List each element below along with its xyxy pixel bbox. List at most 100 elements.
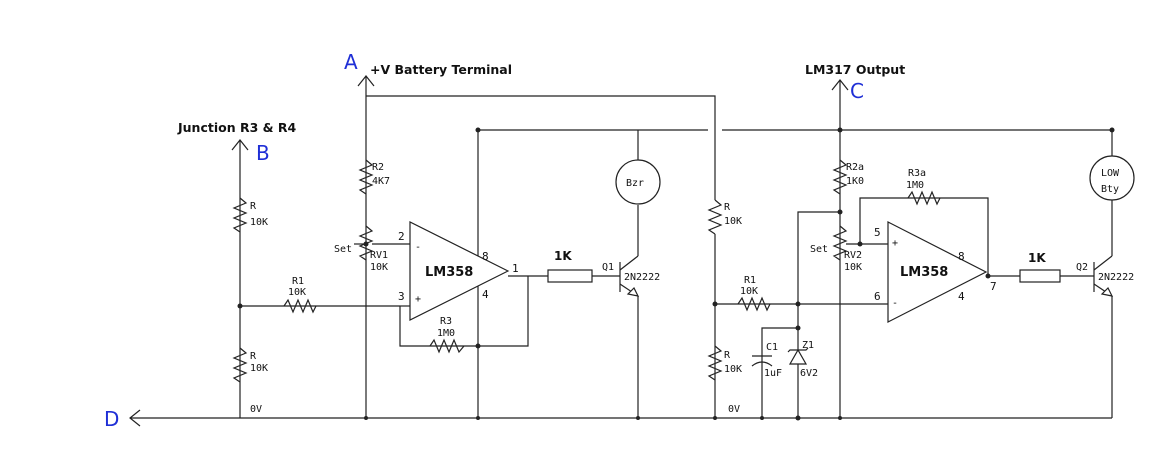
right-r1-ref: R1 <box>744 275 756 286</box>
capacitor-c1-ref: C1 <box>766 342 778 353</box>
left-r-bot-ref: R <box>250 351 257 362</box>
left-opamp-pin-gnd: 4 <box>482 288 489 301</box>
battery-rail <box>366 95 716 200</box>
left-r3 <box>429 338 465 354</box>
node-b-arrow <box>231 139 249 200</box>
left-r1 <box>283 298 317 314</box>
left-opamp-pin-inv: 2 <box>398 230 405 243</box>
left-r2 <box>358 159 374 195</box>
buzzer-circle <box>615 159 661 205</box>
capacitor-c1-value: 1uF <box>764 368 782 379</box>
node-d-letter: D <box>104 407 119 431</box>
right-r2a-ref: R2a <box>846 162 864 173</box>
right-r-top <box>707 199 723 235</box>
right-opamp-pin-out: 7 <box>990 280 997 293</box>
right-r-bot-value: 10K <box>724 364 742 375</box>
left-rv1-junction <box>363 241 369 247</box>
right-r3a-value: 1M0 <box>906 180 924 191</box>
right-rv2 <box>832 225 848 261</box>
left-r-bot <box>232 347 248 383</box>
left-rv1-value: 10K <box>370 262 388 273</box>
right-r-top-value: 10K <box>724 216 742 227</box>
right-transistor-ref: Q2 <box>1076 262 1088 273</box>
left-r1-ref: R1 <box>292 276 304 287</box>
left-opamp-pin-out: 1 <box>512 262 519 275</box>
right-base-resistor <box>1019 269 1061 283</box>
right-opamp-pin-inv: 6 <box>874 290 881 303</box>
left-rv1-ref: RV1 <box>370 250 388 261</box>
ground-junction-5 <box>760 416 764 420</box>
right-cz-junction <box>795 325 801 331</box>
left-opamp-body <box>409 221 510 321</box>
left-feedback-junction <box>475 343 481 349</box>
left-r2-value: 4K7 <box>372 176 390 187</box>
left-rv1-set: Set <box>334 244 352 255</box>
right-r2a-junction <box>837 209 843 215</box>
left-transistor <box>619 255 640 297</box>
low-battery-line2: Bty <box>1101 184 1119 195</box>
left-ground-label: 0V <box>250 404 262 415</box>
left-opamp-minus: - <box>415 242 421 253</box>
node-d-arrow <box>129 409 240 427</box>
right-zener-ref-wire <box>797 211 840 304</box>
right-out-junction <box>985 273 991 279</box>
left-opamp-plus: + <box>415 294 421 305</box>
right-r3a-ref: R3a <box>908 168 926 179</box>
node-b-letter: B <box>256 141 270 165</box>
right-opamp-pin-vcc: 8 <box>958 250 965 263</box>
right-r-bot-ref: R <box>724 350 731 361</box>
left-base-resistor-label: 1K <box>554 249 572 263</box>
capacitor-c1 <box>751 355 773 367</box>
right-r-top-ref: R <box>724 202 731 213</box>
left-r-bot-value: 10K <box>250 363 268 374</box>
zener-z1-ref: Z1 <box>802 340 814 351</box>
left-r-top-ref: R <box>250 201 257 212</box>
left-vcc-junction <box>475 127 481 133</box>
right-opamp-plus: + <box>892 238 898 249</box>
left-opamp-pin-noninv: 3 <box>398 290 405 303</box>
node-c-arrow <box>831 79 849 130</box>
zener-z1 <box>787 347 809 365</box>
left-transistor-type: 2N2222 <box>624 272 660 283</box>
right-transistor <box>1093 255 1114 297</box>
left-transistor-ref: Q1 <box>602 262 614 273</box>
left-r2-ref: R2 <box>372 162 384 173</box>
left-r1-value: 10K <box>288 287 306 298</box>
right-r2a <box>832 159 848 195</box>
ground-junction-3 <box>636 416 640 420</box>
low-battery-indicator <box>1089 155 1135 201</box>
right-opamp-pin-noninv: 5 <box>874 226 881 239</box>
ground-junction-1 <box>364 416 368 420</box>
left-opamp-pin-vcc: 8 <box>482 250 489 263</box>
node-c-label: LM317 Output <box>805 62 905 77</box>
zener-z1-value: 6V2 <box>800 368 818 379</box>
right-c1-z1-wire <box>761 304 799 418</box>
right-rv2-ref: RV2 <box>844 250 862 261</box>
right-r1 <box>737 296 771 312</box>
left-r-top <box>232 197 248 233</box>
left-r3-ref: R3 <box>440 316 452 327</box>
right-opamp-name: LM358 <box>900 265 948 280</box>
ground-junction-4 <box>713 416 717 420</box>
right-feedback-junction <box>857 241 863 247</box>
right-rv2-value: 10K <box>844 262 862 273</box>
right-r2a-value: 1K0 <box>846 176 864 187</box>
right-ground-label: 0V <box>728 404 740 415</box>
right-r3a <box>907 190 941 206</box>
right-transistor-type: 2N2222 <box>1098 272 1134 283</box>
left-r-top-value: 10K <box>250 217 268 228</box>
right-lamp-junction <box>1109 127 1115 133</box>
right-rv2-set: Set <box>810 244 828 255</box>
node-a-arrow <box>357 75 375 96</box>
node-c-letter: C <box>850 79 864 103</box>
right-c-junction <box>837 127 843 133</box>
ground-junction-6 <box>838 416 842 420</box>
low-battery-line1: LOW <box>1101 168 1120 179</box>
right-r1-value: 10K <box>740 286 758 297</box>
right-opamp-minus: - <box>892 298 898 309</box>
left-feedback-wire <box>399 276 529 347</box>
right-base-resistor-label: 1K <box>1028 251 1046 265</box>
left-opamp-name: LM358 <box>425 265 473 280</box>
node-a-label: +V Battery Terminal <box>370 62 512 77</box>
